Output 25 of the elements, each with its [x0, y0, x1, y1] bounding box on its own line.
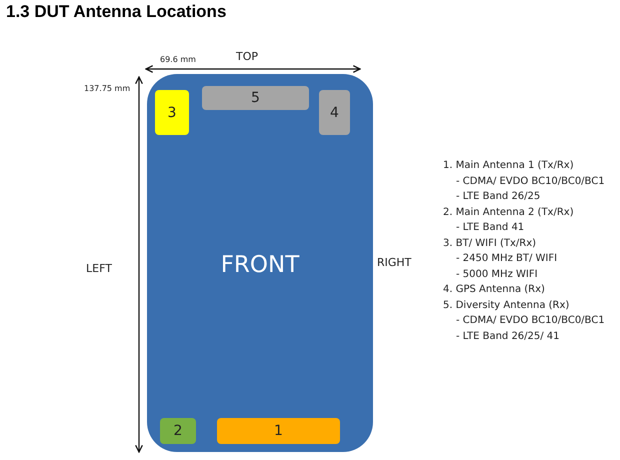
antenna-list-item: 5. Diversity Antenna (Rx) — [443, 300, 570, 310]
dimension-label: 137.75 mm — [84, 84, 130, 93]
section-heading: 1.3 DUT Antenna Locations — [6, 2, 226, 22]
band-detail: - CDMA/ EVDO BC10/BC0/BC1 — [456, 315, 605, 326]
band-detail: - LTE Band 26/25 — [456, 191, 540, 202]
band-detail: - LTE Band 41 — [456, 222, 524, 233]
band-detail: - 2450 MHz BT/ WIFI — [456, 253, 558, 264]
antenna-block: 3 — [155, 90, 189, 135]
antenna-list-item: 3. BT/ WIFI (Tx/Rx) — [443, 238, 536, 248]
antenna-list-item: 1. Main Antenna 1 (Tx/Rx) — [443, 160, 574, 171]
phone-face-label: FRONT — [220, 252, 300, 278]
antenna-list-item: 4. GPS Antenna (Rx) — [443, 284, 545, 295]
band-detail: - 5000 MHz WIFI — [456, 268, 538, 280]
phone-body — [147, 74, 373, 452]
antenna-block: 2 — [160, 418, 196, 444]
side-label: TOP — [236, 50, 258, 63]
band-detail: - CDMA/ EVDO BC10/BC0/BC1 — [456, 176, 605, 186]
side-label: LEFT — [86, 262, 112, 275]
side-label: RIGHT — [377, 256, 412, 269]
antenna-block: 5 — [202, 86, 309, 110]
antenna-block: 4 — [319, 90, 350, 135]
antenna-list-item: 2. Main Antenna 2 (Tx/Rx) — [443, 206, 574, 218]
band-detail: - LTE Band 26/25/ 41 — [456, 330, 560, 342]
dimension-label: 69.6 mm — [160, 55, 196, 64]
antenna-block: 1 — [217, 418, 340, 444]
